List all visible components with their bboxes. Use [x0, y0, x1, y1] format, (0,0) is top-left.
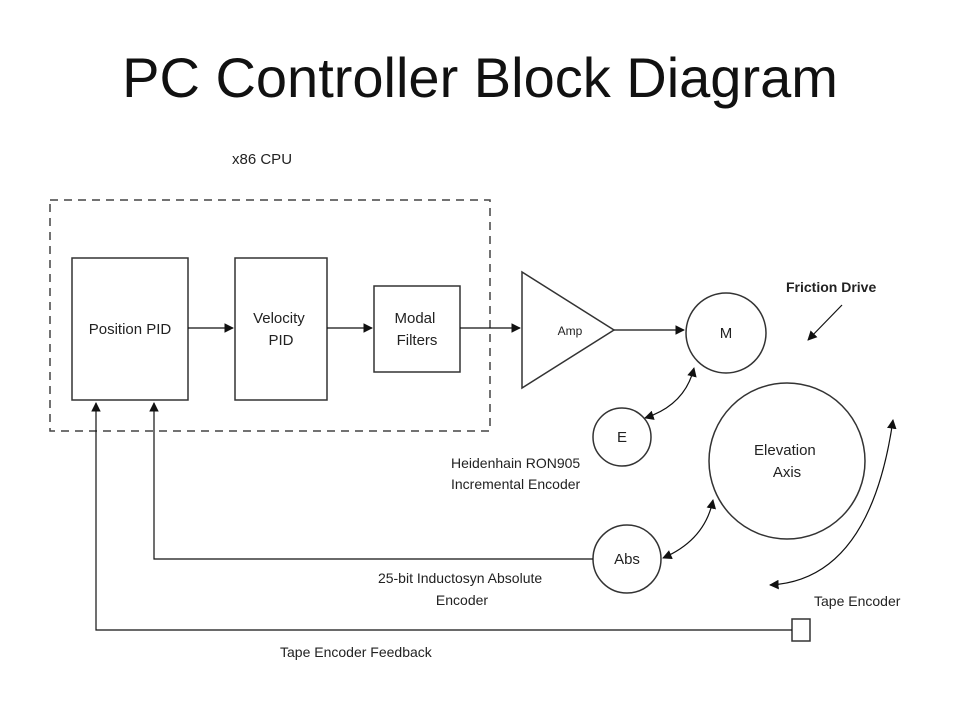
- cpu-label: x86 CPU: [232, 151, 292, 168]
- motor-label: M: [720, 325, 733, 342]
- elevation-axis-circle: [708, 382, 866, 540]
- abs-axis-link: [662, 499, 717, 560]
- position-pid-label: Position PID: [89, 321, 172, 338]
- encoder-e-circle: [592, 407, 652, 467]
- friction-drive-arrow: [807, 304, 843, 341]
- motor-circle: [685, 292, 767, 374]
- modal-filters-block: [373, 285, 461, 373]
- amp-label: Amp: [558, 324, 583, 338]
- amp-triangle: [521, 270, 616, 390]
- modal-filters-label: Modal Filters: [394, 310, 439, 349]
- heidenhain-label: Heidenhain RON905 Incremental Encoder: [451, 455, 584, 492]
- velocity-pid-block: [234, 257, 328, 401]
- tape-encoder-arrow: [769, 419, 897, 590]
- tape-encoder-label: Tape Encoder: [814, 593, 901, 609]
- inductosyn-label: 25-bit Inductosyn Absolute Encoder: [378, 570, 546, 608]
- friction-drive-label: Friction Drive: [786, 279, 876, 295]
- tape-feedback-line: [91, 402, 792, 631]
- motor-encoder-link: [644, 367, 697, 420]
- velocity-pid-label: Velocity PID: [253, 310, 309, 349]
- position-pid-block: [71, 257, 189, 401]
- abs-encoder-label: Abs: [614, 551, 640, 568]
- page-title: PC Controller Block Diagram: [122, 46, 838, 109]
- tape-feedback-label: Tape Encoder Feedback: [280, 644, 433, 660]
- encoder-e-label: E: [617, 429, 627, 446]
- tape-encoder-box: [791, 618, 811, 642]
- abs-feedback-line: [149, 402, 593, 560]
